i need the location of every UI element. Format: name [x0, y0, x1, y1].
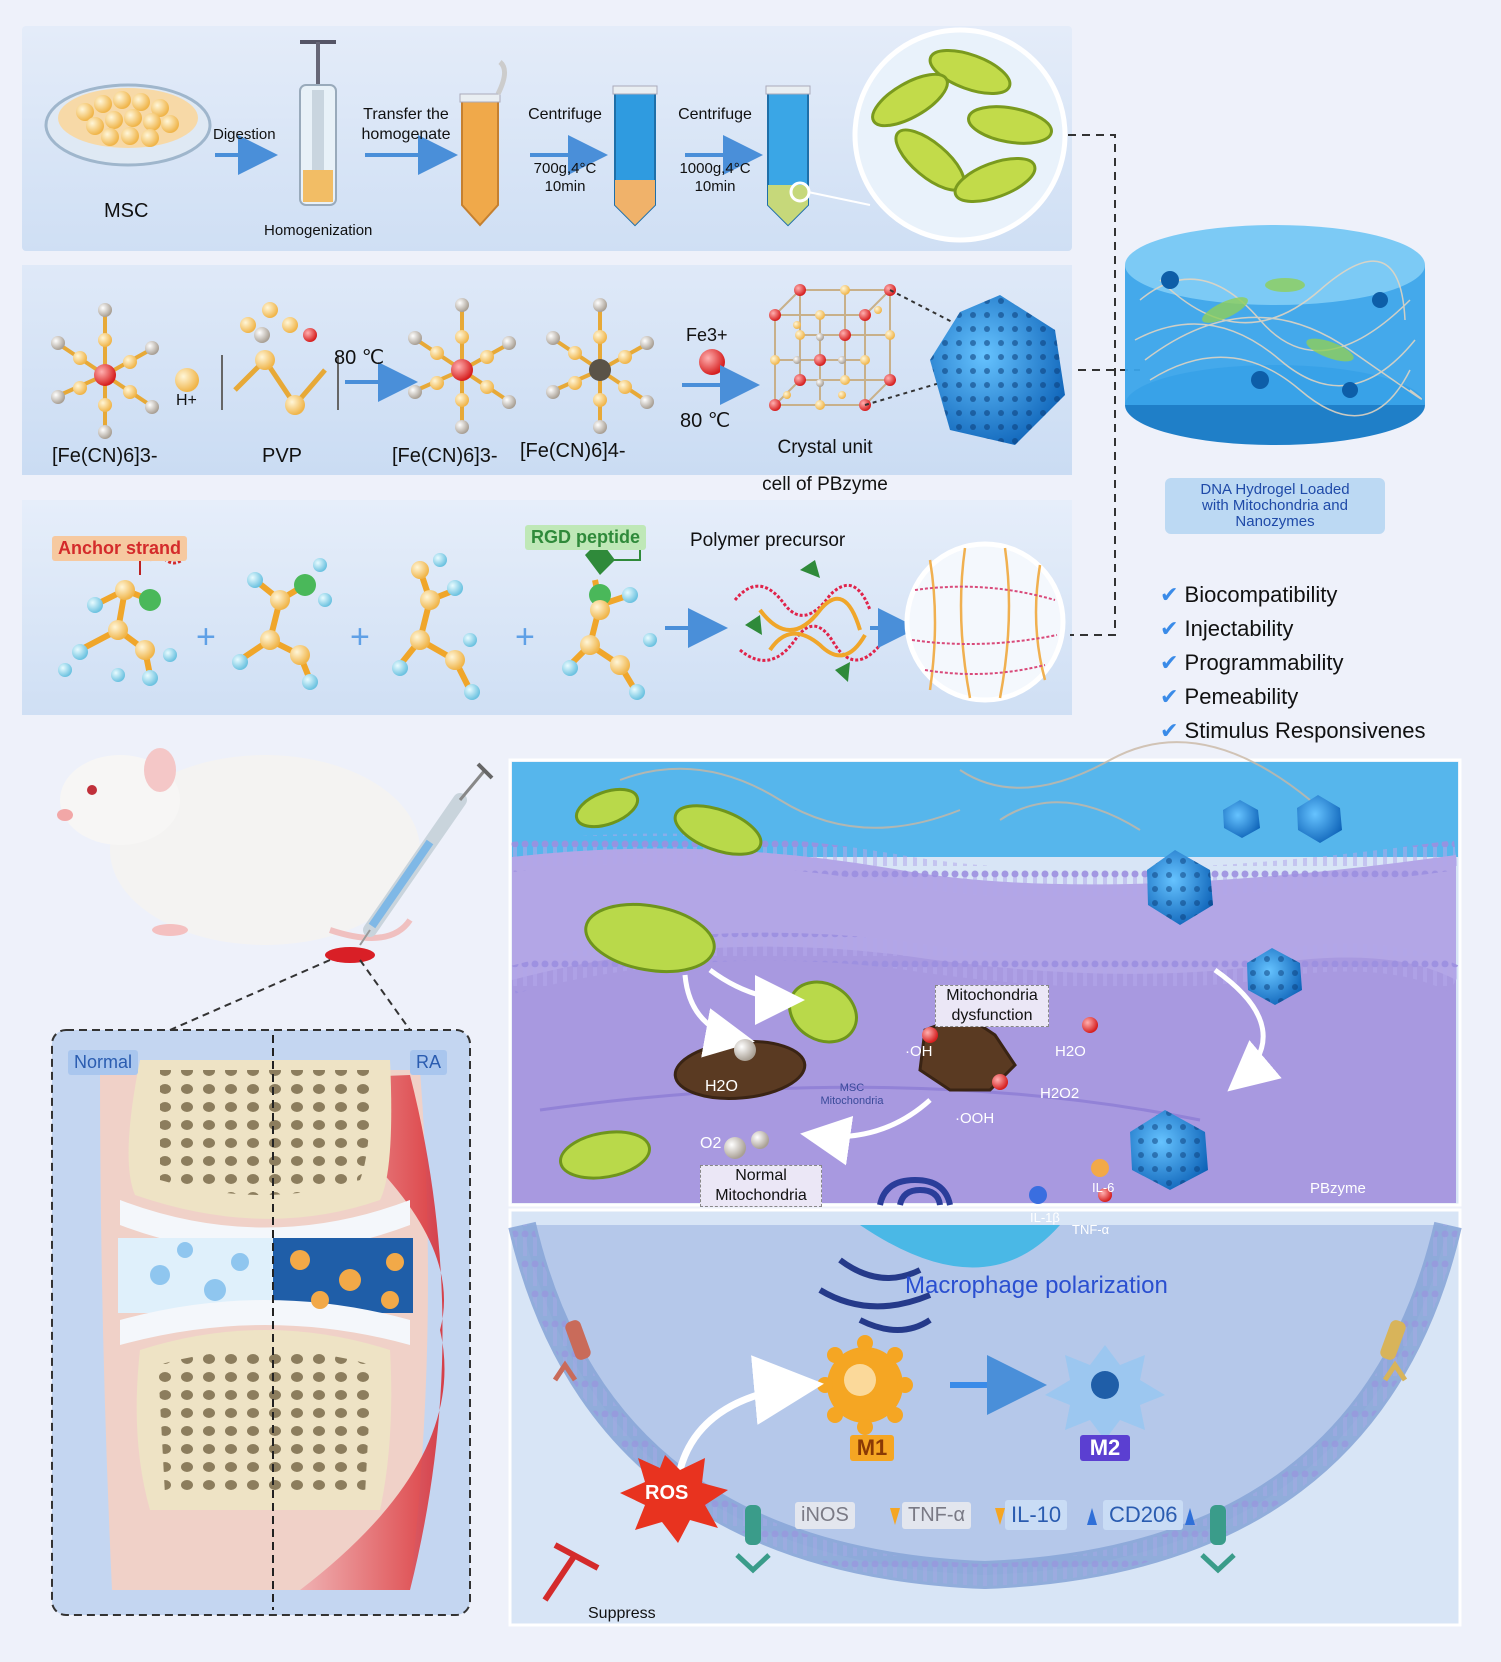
oh-label: ·OH: [905, 1043, 933, 1060]
normal-mito-caption: Normal Mitochondria: [700, 1165, 822, 1207]
msc-label: MSC: [104, 200, 149, 222]
centrifuge1-cond2: 10min: [544, 178, 586, 195]
rgd-peptide-tag: RGD peptide: [525, 525, 647, 550]
fe3-label: Fe3+: [686, 325, 728, 345]
cell-panel: [508, 741, 1463, 1207]
ferricyanide-label-2: [Fe(CN)6]3-: [392, 445, 498, 467]
m2-macrophage-icon: [1045, 1345, 1165, 1440]
inos-label: iNOS: [795, 1502, 855, 1529]
dna-monomer-3-icon: [392, 553, 480, 700]
transfer-label-line1: Transfer the: [363, 106, 449, 123]
h2o-label-a: H2O: [705, 1078, 738, 1095]
tnfa-macro-label: TNF-α: [902, 1502, 972, 1529]
homogenizer-icon: [299, 40, 337, 206]
il1b-label: IL-1β: [1030, 1210, 1060, 1225]
check-icon: ✔: [1160, 650, 1185, 675]
centrifuge2-cond2: 10min: [694, 178, 736, 195]
hydrogel-caption-line3: Nanozymes: [1235, 513, 1315, 530]
h2o-label-b: H2O: [1055, 1043, 1086, 1060]
fe3-ion-icon: [699, 349, 725, 375]
homogenization-label: Homogenization: [264, 222, 373, 239]
svg-text:+: +: [350, 618, 370, 656]
centrifuge2-cond1: 1000g,4°C: [679, 160, 751, 177]
polymer-precursor-icon: [733, 560, 882, 682]
pbzyme-label: PBzyme: [1310, 1180, 1366, 1197]
centrifuge2-label: Centrifuge: [678, 106, 752, 123]
svg-text:+: +: [515, 618, 535, 656]
tube-centrifuge1-icon: [612, 85, 658, 227]
property-item: ✔ Stimulus Responsivenes: [1160, 718, 1426, 743]
polymer-precursor-label: Polymer precursor: [690, 530, 846, 551]
msc-mito-caption: MSC Mitochondria: [820, 1082, 884, 1107]
tube-centrifuge2-icon: [765, 85, 811, 227]
crystal-label-line2: cell of PBzyme: [762, 474, 888, 495]
normal-tag: Normal: [68, 1050, 139, 1075]
ferricyanide-label-1: [Fe(CN)6]3-: [52, 445, 158, 467]
check-icon: ✔: [1160, 616, 1185, 641]
molecule-ferrocyanide-icon: [546, 298, 654, 434]
pbzyme-nanoparticle-icon: [930, 295, 1065, 445]
dna-monomer-rgd-icon: [562, 530, 657, 700]
dna-monomer-2-icon: [232, 558, 332, 690]
isolated-mitochondria-icon: [852, 27, 1068, 243]
rat-icon: [57, 748, 420, 963]
il10-label: IL-10: [1005, 1500, 1068, 1530]
digestion-label: Digestion: [213, 126, 276, 143]
check-icon: ✔: [1160, 684, 1185, 709]
hydrogel-caption: DNA Hydrogel Loaded with Mitochondria an…: [1165, 478, 1385, 534]
ros-label: ROS: [645, 1482, 689, 1504]
receptor-icons: [552, 1320, 1408, 1574]
svg-text:+: +: [196, 618, 216, 656]
o2-label: O2: [700, 1135, 722, 1152]
m1-macrophage-icon: [817, 1335, 913, 1435]
property-item: ✔ Pemeability: [1160, 684, 1299, 709]
properties-list: ✔ Biocompatibility ✔ Injectability ✔ Pro…: [1160, 578, 1425, 748]
il6-label: IL-6: [1092, 1180, 1115, 1195]
joint-comparison-panel: [51, 1029, 471, 1616]
check-icon: ✔: [1160, 582, 1185, 607]
m1-label: M1: [850, 1435, 894, 1461]
m2-label: M2: [1080, 1435, 1130, 1461]
transfer-label-line2: homogenate: [361, 126, 451, 143]
cd206-label: CD206: [1103, 1500, 1184, 1530]
dysfunction-caption: Mitochondria dysfunction: [935, 985, 1049, 1027]
dna-hydrogel-icon: [1125, 225, 1425, 445]
centrifuge1-label: Centrifuge: [528, 106, 602, 123]
dna-monomer-1-icon: [58, 540, 183, 686]
suppress-label: Suppress: [588, 1605, 656, 1622]
pvp-icon: [221, 302, 339, 415]
ros-burst-icon: [620, 1455, 728, 1543]
property-item: ✔ Injectability: [1160, 616, 1294, 641]
tnfa-cell-label: TNF-α: [1072, 1222, 1110, 1237]
hydrogel-caption-line2: with Mitochondria and: [1202, 497, 1348, 514]
tube-homogenate-icon: [459, 60, 507, 227]
molecule-ferricyanide-1-icon: [51, 303, 159, 439]
check-icon: ✔: [1160, 718, 1185, 743]
ferrocyanide-label: [Fe(CN)6]4-: [520, 440, 626, 462]
macrophage-title: Macrophage polarization: [905, 1272, 1168, 1299]
crystal-label-line1: Crystal unit: [777, 437, 873, 458]
proton-icon: [175, 368, 199, 392]
temp1-label: 80 ℃: [334, 347, 385, 369]
hplus-label: H+: [176, 392, 197, 409]
property-item: ✔ Biocompatibility: [1160, 582, 1338, 607]
h2o2-label: H2O2: [1040, 1085, 1080, 1102]
centrifuge1-cond1: 700g,4°C: [533, 160, 597, 177]
anchor-strand-tag: Anchor strand: [52, 536, 188, 561]
temp2-label: 80 ℃: [680, 410, 731, 432]
dashed-connector: [1068, 134, 1140, 636]
crystal-lattice-icon: [769, 284, 896, 411]
ooh-label: ·OOH: [955, 1110, 995, 1127]
macrophage-panel: [508, 1208, 1462, 1627]
molecule-ferricyanide-2-icon: [408, 298, 516, 434]
pvp-label: PVP: [262, 445, 303, 467]
syringe-icon: [359, 762, 494, 946]
ra-tag: RA: [410, 1050, 448, 1075]
hydrogel-caption-line1: DNA Hydrogel Loaded: [1200, 481, 1350, 498]
property-item: ✔ Programmability: [1160, 650, 1344, 675]
hydrogel-network-icon: [904, 541, 1066, 703]
petri-dish-icon: [44, 83, 212, 167]
